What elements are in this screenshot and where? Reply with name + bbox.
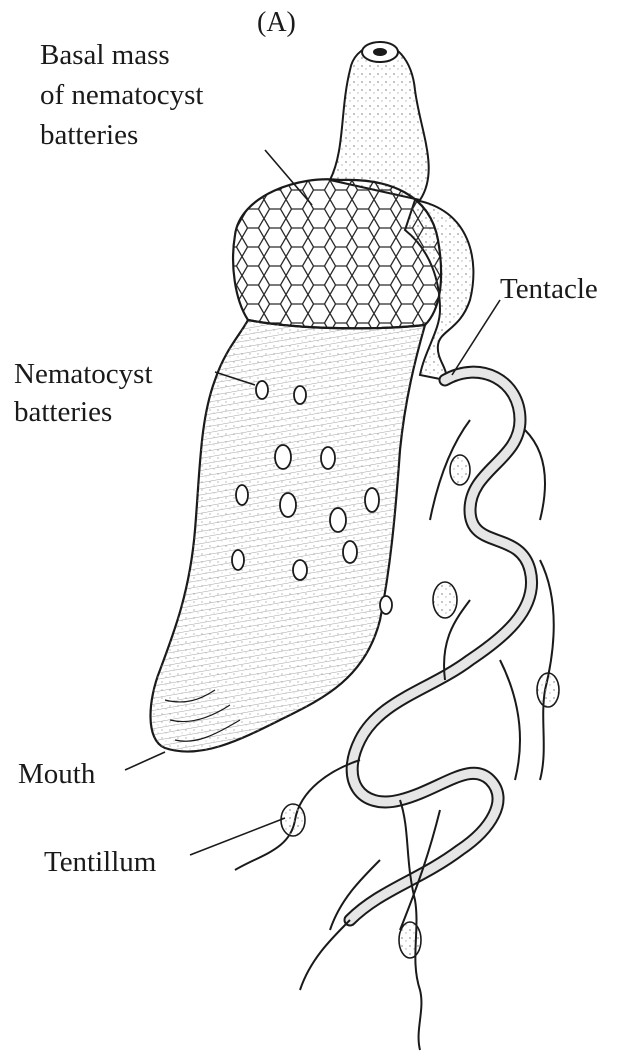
label-basal-mass-2: of nematocyst	[40, 78, 203, 112]
panel-label: (A)	[257, 6, 296, 40]
label-tentacle: Tentacle	[500, 272, 598, 306]
label-basal-mass-1: Basal mass	[40, 38, 170, 72]
basal-mass	[233, 179, 441, 328]
stalk	[330, 44, 429, 200]
label-tentillum: Tentillum	[44, 845, 156, 879]
label-basal-mass-3: batteries	[40, 118, 138, 152]
label-nematocyst-2: batteries	[14, 395, 112, 429]
label-nematocyst-1: Nematocyst	[14, 357, 153, 391]
label-mouth: Mouth	[18, 757, 95, 791]
